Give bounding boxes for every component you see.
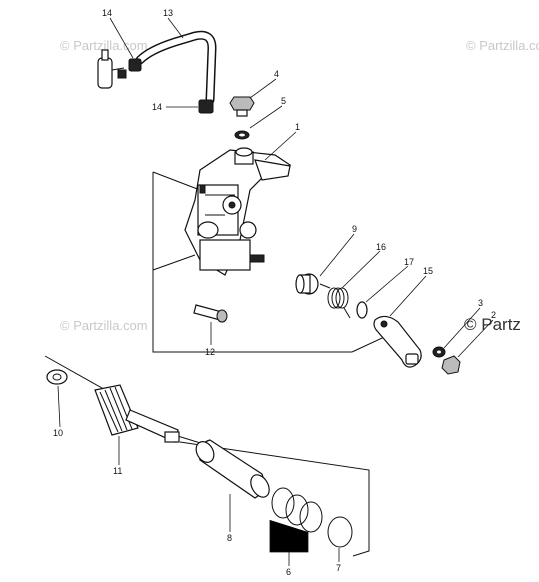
watermark-mid-right: © Partz — [464, 315, 521, 334]
callout-6: 6 — [286, 567, 291, 577]
callout-3: 3 — [478, 298, 483, 308]
o-ring — [327, 516, 353, 548]
callout-14-top: 14 — [102, 8, 112, 18]
callout-2: 2 — [491, 310, 496, 320]
watermark-top-right: © Partzilla.com — [466, 38, 539, 53]
pump-sleeve — [195, 439, 270, 499]
callout-10: 10 — [53, 428, 63, 438]
leader-lines — [57, 17, 494, 566]
thrust-washer — [356, 301, 368, 319]
callout-15: 15 — [423, 266, 433, 276]
callout-13: 13 — [163, 8, 173, 18]
hose-clamp-upper — [117, 58, 142, 79]
oil-pump-body — [184, 147, 292, 276]
callout-4: 4 — [274, 69, 279, 79]
callout-16: 16 — [376, 242, 386, 252]
collar — [295, 273, 319, 295]
callout-5: 5 — [281, 96, 286, 106]
callout-1: 1 — [295, 122, 300, 132]
breather-hose — [135, 30, 217, 105]
hex-nut — [441, 355, 461, 375]
watermark-top-left: © Partzilla.com — [60, 38, 148, 53]
banjo-bolt — [229, 96, 255, 117]
mounting-screw — [193, 304, 228, 323]
hose-fitting — [97, 49, 125, 89]
callout-12: 12 — [205, 347, 215, 357]
seal-rings — [271, 487, 323, 533]
hose-clamp-lower — [198, 99, 214, 114]
callout-11: 11 — [113, 466, 122, 476]
callout-8: 8 — [227, 533, 232, 543]
torsion-spring — [319, 283, 351, 319]
callout-14-mid: 14 — [152, 102, 162, 112]
callout-9: 9 — [352, 224, 357, 234]
watermark-mid-left: © Partzilla.com — [60, 318, 148, 333]
callout-17: 17 — [404, 257, 414, 267]
drive-washer — [46, 369, 68, 385]
control-lever — [373, 315, 422, 368]
drive-gear-shaft — [94, 384, 180, 443]
callout-7: 7 — [336, 563, 341, 573]
